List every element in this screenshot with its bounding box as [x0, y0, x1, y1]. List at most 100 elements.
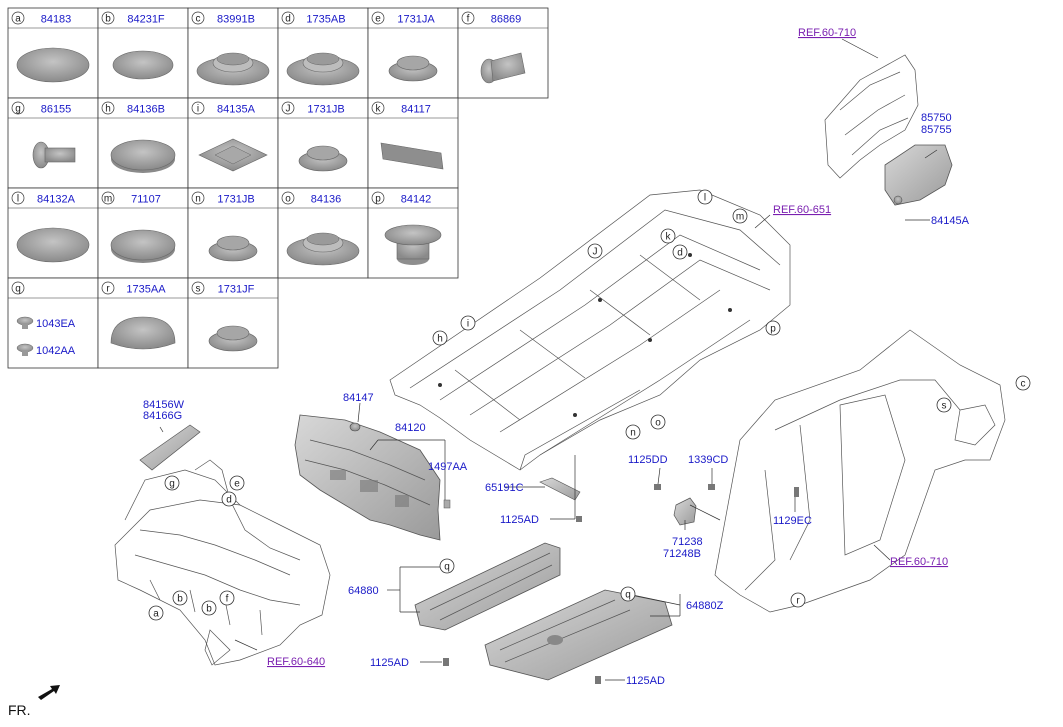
callout-d[interactable]: d [672, 244, 688, 260]
callout-b[interactable]: b [201, 600, 217, 616]
label-64880z: 64880Z [686, 600, 724, 612]
callout-p[interactable]: p [765, 320, 781, 336]
callout-letter: r [796, 596, 800, 607]
callout-a[interactable]: a [148, 605, 164, 621]
callout-q[interactable]: q [620, 586, 636, 602]
cell-part-number: 1731JF [218, 284, 255, 296]
part-illustration [208, 235, 258, 262]
cell-part-number: 1735AB [306, 14, 345, 26]
label-71238: 71238 [672, 536, 703, 548]
callout-letter: c [1021, 379, 1026, 390]
callout-letter: e [234, 479, 240, 490]
callout-letter: d [677, 248, 683, 259]
cell-part-number: 86155 [41, 104, 72, 116]
callout-g[interactable]: g [164, 475, 180, 491]
label-1339cd: 1339CD [688, 454, 728, 466]
ref-60-640[interactable]: REF.60-640 [267, 656, 325, 668]
ref-60-710-top[interactable]: REF.60-710 [798, 27, 856, 39]
ref-60-710-side[interactable]: REF.60-710 [890, 556, 948, 568]
leader-lines [159, 38, 938, 681]
callout-letter: g [169, 479, 175, 490]
label-65191c: 65191C [485, 482, 524, 494]
callout-r[interactable]: r [790, 592, 806, 608]
label-84147: 84147 [343, 392, 374, 404]
callout-e[interactable]: e [229, 475, 245, 491]
cell-part-number: 1735AA [126, 284, 166, 296]
callout-l[interactable]: l [697, 189, 713, 205]
part-illustration [388, 55, 438, 82]
part-illustration [480, 52, 526, 84]
cell-letter: b [105, 14, 111, 25]
callout-m[interactable]: m [732, 208, 748, 224]
callout-letter: d [226, 495, 232, 506]
cell-letter: J [286, 104, 291, 115]
cell-part-number: 1731JB [217, 194, 254, 206]
part-illustration [208, 325, 258, 352]
under-cover-left [414, 542, 561, 631]
bracket-71238 [673, 497, 697, 526]
callout-c[interactable]: c [1015, 375, 1031, 391]
label-1129ec: 1129EC [773, 515, 812, 527]
callout-o[interactable]: o [650, 414, 666, 430]
callout-k[interactable]: k [660, 228, 676, 244]
cell-letter-badge [281, 191, 295, 205]
callout-b[interactable]: b [172, 590, 188, 606]
callout-i[interactable]: i [460, 315, 476, 331]
cell-letter: s [196, 284, 201, 295]
cell-letter-badge [461, 11, 475, 25]
part-illustration [16, 47, 90, 83]
cell-letter-badge [11, 281, 25, 295]
cell-part-number: 84183 [41, 14, 72, 26]
cell-part-number: 84136B [127, 104, 165, 116]
floor-pan [389, 189, 791, 471]
grid-cell-s[interactable]: s 1731JF [187, 277, 279, 369]
callout-f[interactable]: f [219, 590, 235, 606]
callout-letter: i [467, 319, 469, 330]
cowl-trim-strip [139, 424, 201, 471]
bolts [443, 484, 799, 684]
callout-d[interactable]: d [221, 491, 237, 507]
callout-letter: a [153, 609, 159, 620]
label-84156w: 84156W [143, 399, 185, 411]
callout-n[interactable]: n [625, 424, 641, 440]
callout-h[interactable]: h [432, 330, 448, 346]
part-illustration [384, 224, 442, 265]
callout-letter: m [736, 212, 744, 223]
part-illustration [16, 316, 34, 356]
callout-q[interactable]: q [439, 558, 455, 574]
cell-letter-badge [371, 11, 385, 25]
callout-J[interactable]: J [587, 243, 603, 259]
label-64880: 64880 [348, 585, 379, 597]
dash-insulator [294, 414, 451, 541]
label-71248b: 71248B [663, 548, 701, 560]
cell-letter: f [467, 14, 470, 25]
cell-letter-badge [101, 11, 115, 25]
label-1497aa: 1497AA [428, 461, 468, 473]
bracket-65191c [539, 477, 581, 501]
ref-60-651[interactable]: REF.60-651 [773, 204, 831, 216]
cell-letter-badge [101, 281, 115, 295]
cell-letter: q [15, 284, 21, 295]
callout-s[interactable]: s [936, 397, 952, 413]
part-illustration [380, 142, 444, 170]
cell-part-number: 84136 [311, 194, 342, 206]
